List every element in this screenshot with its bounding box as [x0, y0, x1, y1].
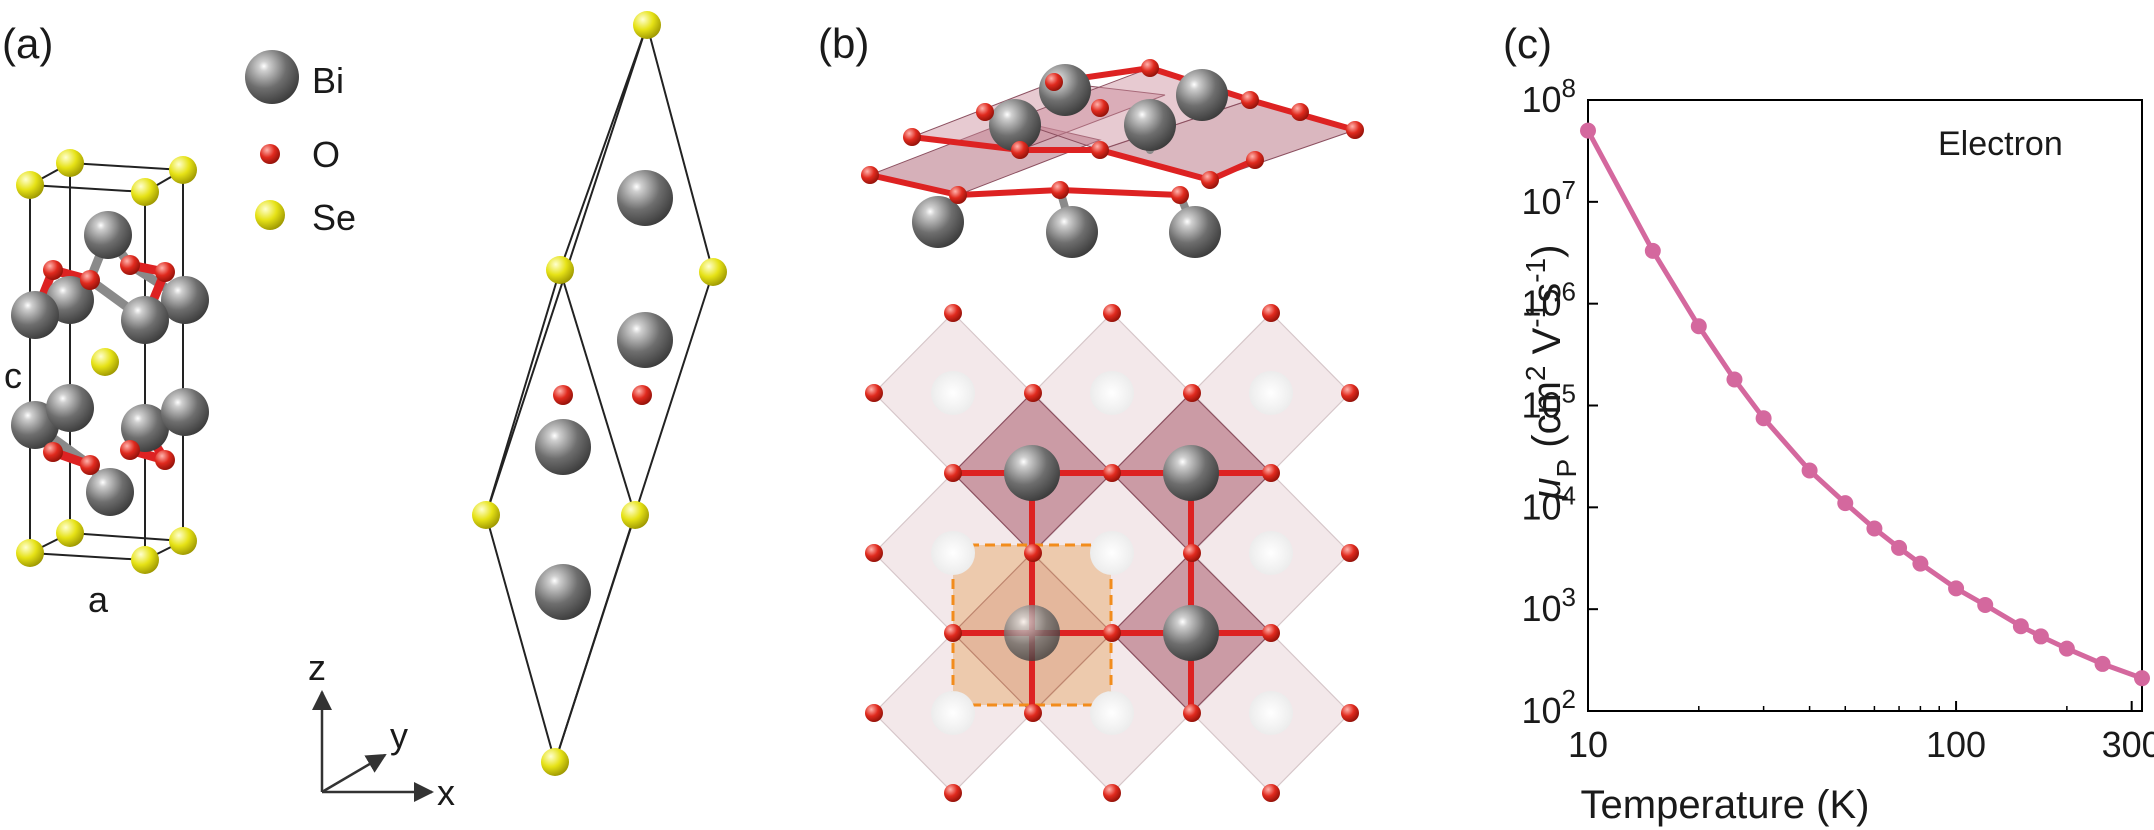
axis-z-label: z — [308, 647, 326, 688]
legend-bi-swatch — [245, 50, 299, 104]
atoms-a — [11, 149, 209, 574]
plot-frame — [1587, 99, 2143, 712]
data-point — [1948, 580, 1965, 597]
x-axis-label: Temperature (K) — [1581, 783, 1870, 827]
chart-annotation: Electron — [1938, 125, 2063, 163]
data-point — [1726, 371, 1743, 388]
legend-o-label: O — [312, 134, 340, 175]
y-label-s: s — [1525, 283, 1569, 303]
data-point — [1801, 462, 1818, 479]
axis-y-label: y — [390, 715, 408, 756]
data-point — [1755, 410, 1772, 427]
primitive-cell — [484, 21, 715, 766]
y-tick-label: 102 — [1521, 684, 1576, 731]
y-tick-label: 104 — [1521, 480, 1576, 527]
mobility-points — [1580, 122, 2150, 687]
x-tick-label: 10 — [1568, 724, 1608, 765]
y-axis-ticks: 102 103 104 105 106 107 108 — [1521, 73, 1598, 731]
y-label-pre: (cm — [1525, 381, 1569, 459]
y-label-mid: V — [1525, 327, 1569, 365]
panel-a: (a) — [2, 11, 727, 813]
y-label-post: ) — [1525, 245, 1569, 258]
data-point — [1866, 520, 1883, 537]
data-point — [1912, 555, 1929, 572]
side-view-layer — [861, 59, 1364, 258]
top-view — [865, 304, 1359, 802]
legend-bi-label: Bi — [312, 60, 344, 101]
atom-legend: Bi O Se — [245, 50, 356, 238]
legend-o-swatch — [260, 144, 280, 164]
data-point — [1690, 318, 1707, 335]
data-point — [1837, 495, 1854, 512]
y-tick-label: 103 — [1521, 582, 1576, 629]
axis-x-label: x — [437, 772, 455, 813]
panel-b-label: (b) — [818, 20, 869, 67]
y-axis-label: μP (cm2 V-1s-1) — [1520, 245, 1582, 501]
atoms-primitive — [472, 11, 727, 776]
panel-a-label: (a) — [2, 20, 53, 67]
y-tick-label: 108 — [1521, 73, 1576, 120]
data-point — [1644, 242, 1661, 259]
y-tick-label: 106 — [1521, 277, 1576, 324]
axes-triad — [312, 690, 434, 802]
data-point — [1891, 539, 1908, 556]
cell-label-c: c — [4, 355, 22, 396]
panel-c: (c) 10 100 300 102 103 104 105 106 107 108 Elect… — [1503, 20, 2154, 827]
data-point — [2032, 628, 2049, 645]
panel-c-label: (c) — [1503, 20, 1552, 67]
panel-b: (b) — [818, 20, 1364, 802]
y-tick-label: 107 — [1521, 175, 1576, 222]
y-label-sup3: -1 — [1520, 258, 1551, 283]
mobility-curve — [1585, 129, 2143, 681]
y-tick-label: 105 — [1521, 379, 1576, 426]
x-axis-ticks: 10 100 300 — [1568, 701, 2154, 765]
data-point — [1580, 122, 1596, 139]
y-label-mu: μ — [1525, 477, 1569, 500]
data-point — [1977, 596, 1994, 613]
legend-se-swatch — [255, 200, 285, 230]
legend-se-label: Se — [312, 197, 356, 238]
data-point — [2012, 618, 2029, 635]
cell-label-a: a — [88, 579, 109, 620]
x-tick-label: 300 — [2102, 724, 2154, 765]
data-point — [2094, 655, 2111, 672]
y-label-sup2: -1 — [1520, 303, 1551, 328]
data-point — [2134, 670, 2150, 687]
x-tick-label: 100 — [1926, 724, 1986, 765]
y-label-sup1: 2 — [1520, 365, 1551, 381]
y-label-sub: P — [1551, 459, 1582, 478]
data-point — [2058, 640, 2075, 657]
